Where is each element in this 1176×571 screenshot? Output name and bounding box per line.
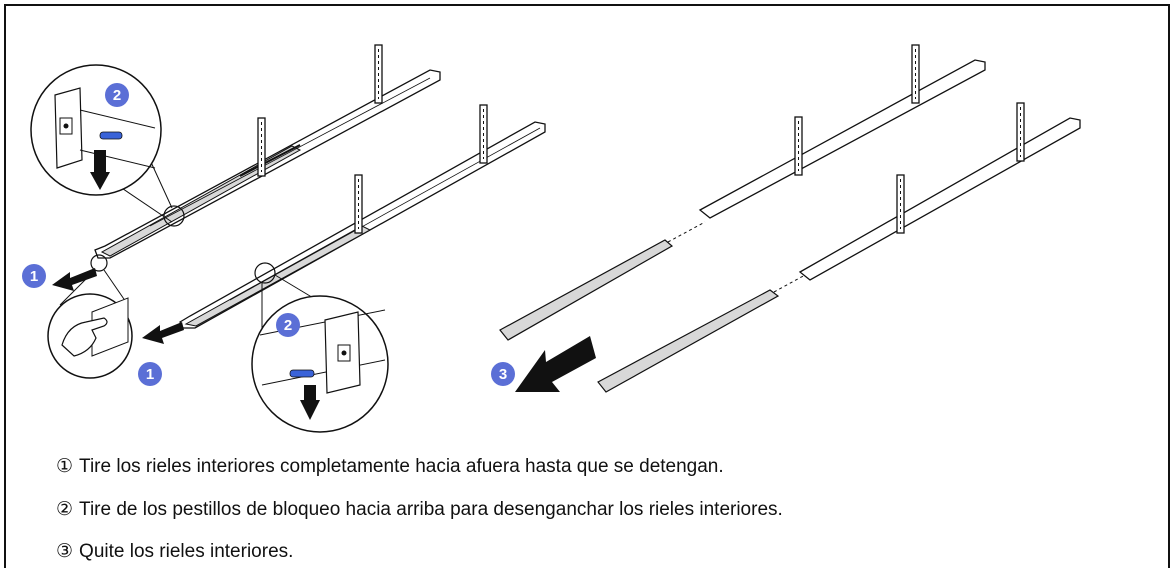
svg-text:1: 1: [30, 268, 38, 285]
hand-detail-circle: [47, 254, 133, 379]
removed-inner-rail-lower: [597, 274, 806, 393]
callout-badge-1-upper: 1: [22, 264, 46, 288]
svg-text:3: 3: [499, 366, 507, 383]
svg-text:2: 2: [284, 317, 292, 334]
right-upper-rail: [698, 44, 986, 219]
remove-arrow: [515, 336, 596, 392]
pull-arrow-upper: [52, 268, 97, 291]
step-1-number: ①: [56, 456, 74, 477]
pull-arrow-lower: [142, 322, 184, 344]
callout-badge-3: 3: [491, 362, 515, 386]
removed-inner-rail-upper: [499, 221, 706, 341]
svg-text:1: 1: [146, 366, 154, 383]
step-1-text: Tire los rieles interiores completamente…: [79, 456, 724, 477]
rail-removal-diagram: 1 1 2 2 3: [22, 44, 1081, 433]
latch-detail-circle-lower: [251, 262, 389, 433]
svg-text:2: 2: [113, 87, 121, 104]
step-2-text: Tire de los pestillos de bloqueo hacia a…: [79, 499, 783, 520]
callout-badge-1-lower: 1: [138, 362, 162, 386]
left-lower-rail: [179, 104, 546, 329]
left-upper-rail: [94, 44, 441, 259]
diagram-frame: [4, 4, 1170, 568]
callout-badge-2-upper: 2: [105, 83, 129, 107]
step-3-number: ③: [56, 541, 74, 562]
callout-badge-2-lower: 2: [276, 313, 300, 337]
step-3-text: Quite los rieles interiores.: [79, 541, 294, 562]
right-lower-rail: [798, 102, 1081, 281]
step-2-number: ②: [56, 499, 74, 520]
